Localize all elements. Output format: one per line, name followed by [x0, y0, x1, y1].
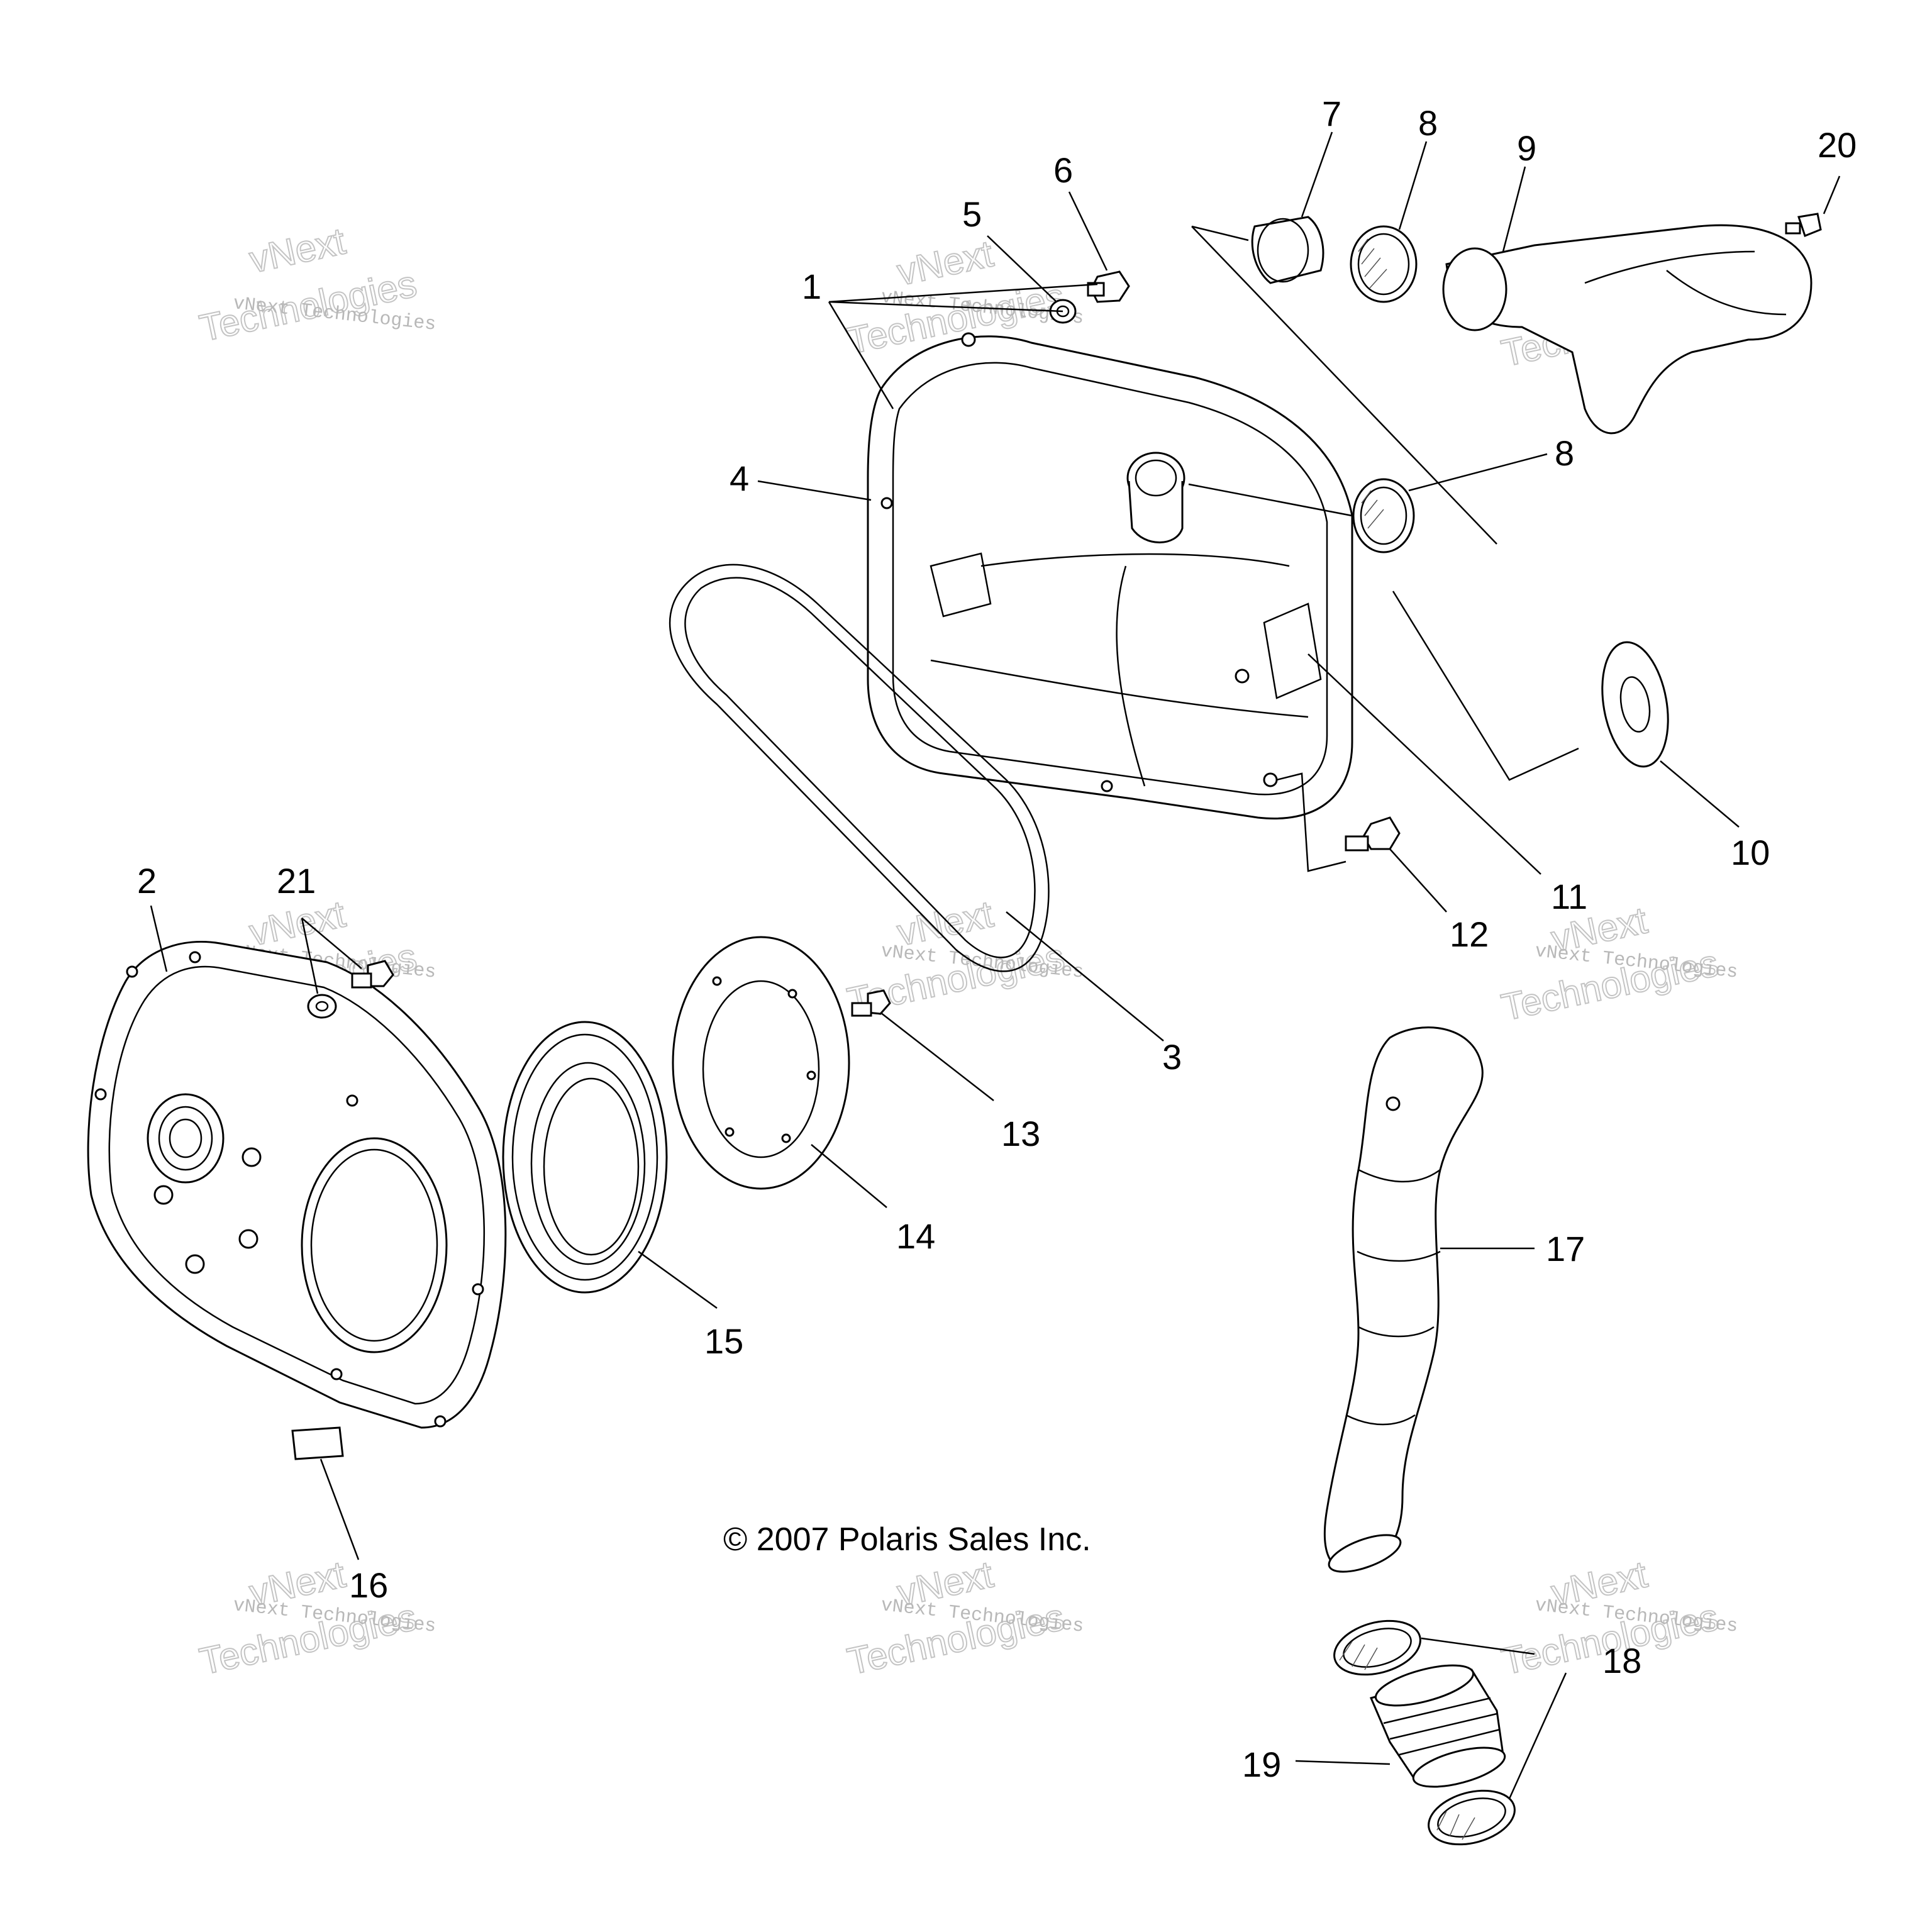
callout-13: 13 — [1001, 1114, 1040, 1153]
callout-8-upper: 8 — [1418, 103, 1438, 143]
callout-16: 16 — [349, 1565, 388, 1605]
leader-lines — [150, 131, 1841, 1799]
callout-8-lower: 8 — [1555, 433, 1574, 473]
seal-ring-15 — [502, 1021, 668, 1294]
callout-10: 10 — [1731, 833, 1770, 872]
callout-19: 19 — [1242, 1745, 1281, 1784]
exhaust-duct-17 — [1323, 1026, 1484, 1573]
outer-clutch-cover — [867, 332, 1353, 819]
coupler-7 — [1251, 216, 1324, 284]
callout-15: 15 — [704, 1321, 743, 1361]
bolt-13 — [851, 989, 891, 1017]
callout-6: 6 — [1053, 150, 1073, 190]
screw-6 — [1087, 270, 1130, 303]
callout-2: 2 — [137, 861, 157, 901]
drive-belt — [669, 564, 1050, 972]
seal-10 — [1601, 641, 1669, 768]
callout-3: 3 — [1162, 1037, 1182, 1077]
callout-5: 5 — [962, 194, 982, 234]
callout-4: 4 — [730, 458, 749, 498]
fastener-20 — [1785, 213, 1822, 237]
callout-1: 1 — [802, 267, 821, 306]
callout-17: 17 — [1546, 1229, 1585, 1269]
bolt-12 — [1345, 816, 1401, 852]
callout-7: 7 — [1322, 94, 1341, 133]
callout-21: 21 — [277, 861, 316, 901]
callouts: 1 2 3 4 5 6 7 8 8 9 10 11 12 13 14 15 16… — [137, 94, 1857, 1784]
callout-20: 20 — [1818, 125, 1857, 165]
watermark-big-top: vNext — [246, 219, 349, 280]
inner-clutch-cover — [87, 941, 507, 1429]
hose-clamp-18b — [1428, 1789, 1516, 1846]
callout-11: 11 — [1551, 877, 1587, 916]
boot-19 — [1369, 1664, 1506, 1788]
intake-duct-9 — [1442, 224, 1813, 435]
callout-18: 18 — [1602, 1641, 1641, 1680]
callout-14: 14 — [896, 1216, 935, 1256]
gasket-plate-14 — [672, 936, 850, 1190]
copyright-notice: © 2007 Polaris Sales Inc. — [723, 1521, 1091, 1558]
hose-clamp-8b — [1352, 478, 1415, 553]
callout-12: 12 — [1450, 914, 1489, 954]
hose-clamp-18a — [1333, 1619, 1421, 1676]
hose-clamp-8a — [1350, 225, 1418, 303]
watermark-big-top: vNext — [894, 232, 997, 293]
washer-21 — [307, 994, 337, 1019]
callout-9: 9 — [1517, 128, 1536, 168]
bolt-21 — [351, 960, 394, 989]
decal-16 — [291, 1426, 344, 1460]
